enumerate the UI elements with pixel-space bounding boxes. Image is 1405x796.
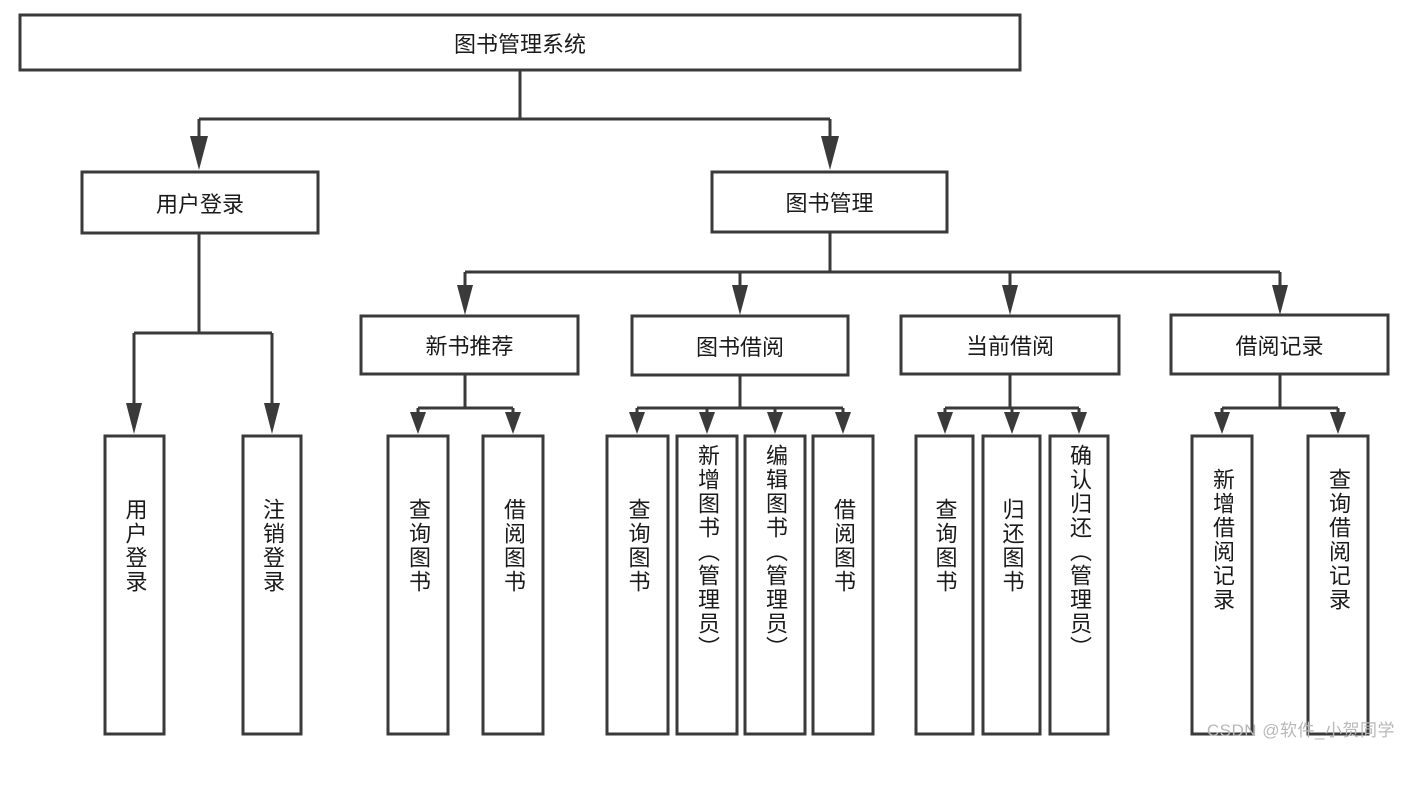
arrow-head-leaf-7 xyxy=(767,412,783,434)
node-box-newbook[interactable] xyxy=(359,314,580,376)
node-box-leaf-2[interactable] xyxy=(241,434,303,736)
connector-group-newbook xyxy=(410,374,521,434)
node-box-leaf-10[interactable] xyxy=(981,434,1042,736)
arrow-head-current xyxy=(1002,285,1018,315)
arrow-head-leaf-12 xyxy=(1214,412,1230,434)
node-box-bookmgmt[interactable] xyxy=(710,170,949,234)
arrow-head-leaf-10 xyxy=(1004,412,1020,434)
node-box-login[interactable] xyxy=(80,170,320,235)
node-box-leaf-9[interactable] xyxy=(914,434,975,736)
arrow-head-leaf-6 xyxy=(699,412,715,434)
csdn-watermark: CSDN @软件_小贺同学 xyxy=(1206,721,1395,740)
arrow-head-leaf-4 xyxy=(505,412,521,434)
node-box-current[interactable] xyxy=(899,314,1121,376)
arrow-head-newbook xyxy=(457,285,473,315)
node-box-leaf-8[interactable] xyxy=(811,434,875,736)
arrow-head-leaf-1 xyxy=(126,403,142,434)
node-box-leaf-3[interactable] xyxy=(386,434,450,736)
connector-group-current xyxy=(937,374,1087,434)
connector-group-records xyxy=(1214,374,1346,434)
node-box-leaf-6[interactable] xyxy=(675,434,739,736)
node-box-records[interactable] xyxy=(1169,313,1390,376)
node-box-leaf-11[interactable] xyxy=(1048,434,1110,736)
connector-group-bookmgmt xyxy=(457,232,1288,315)
node-box-borrow[interactable] xyxy=(630,314,850,377)
arrow-head-leaf-11 xyxy=(1071,412,1087,434)
flowchart-svg xyxy=(18,13,1390,736)
connector-group-root xyxy=(190,70,839,170)
node-box-leaf-13[interactable] xyxy=(1306,434,1370,736)
arrow-head-leaf-2 xyxy=(264,403,280,434)
arrow-head-bookmgmt xyxy=(821,136,839,170)
node-box-root[interactable] xyxy=(18,13,1022,72)
arrow-head-leaf-5 xyxy=(629,412,645,434)
arrow-head-login xyxy=(190,136,208,170)
node-box-leaf-5[interactable] xyxy=(605,434,670,736)
arrow-head-leaf-3 xyxy=(410,412,426,434)
node-box-leaf-1[interactable] xyxy=(103,434,166,736)
node-box-leaf-4[interactable] xyxy=(481,434,545,736)
arrow-head-leaf-9 xyxy=(937,412,953,434)
connector-group-login xyxy=(126,233,280,434)
arrow-head-records xyxy=(1272,285,1288,315)
arrow-head-leaf-8 xyxy=(835,412,851,434)
connector-group-borrow xyxy=(629,375,851,434)
node-box-leaf-7[interactable] xyxy=(743,434,807,736)
arrow-head-leaf-13 xyxy=(1330,412,1346,434)
node-box-leaf-12[interactable] xyxy=(1190,434,1254,736)
arrow-head-borrow xyxy=(732,285,748,315)
diagram-canvas: 图书管理系统 用户登录 图书管理 新书推荐 图书借阅 当前借阅 借阅记录 用户登… xyxy=(18,13,1395,740)
